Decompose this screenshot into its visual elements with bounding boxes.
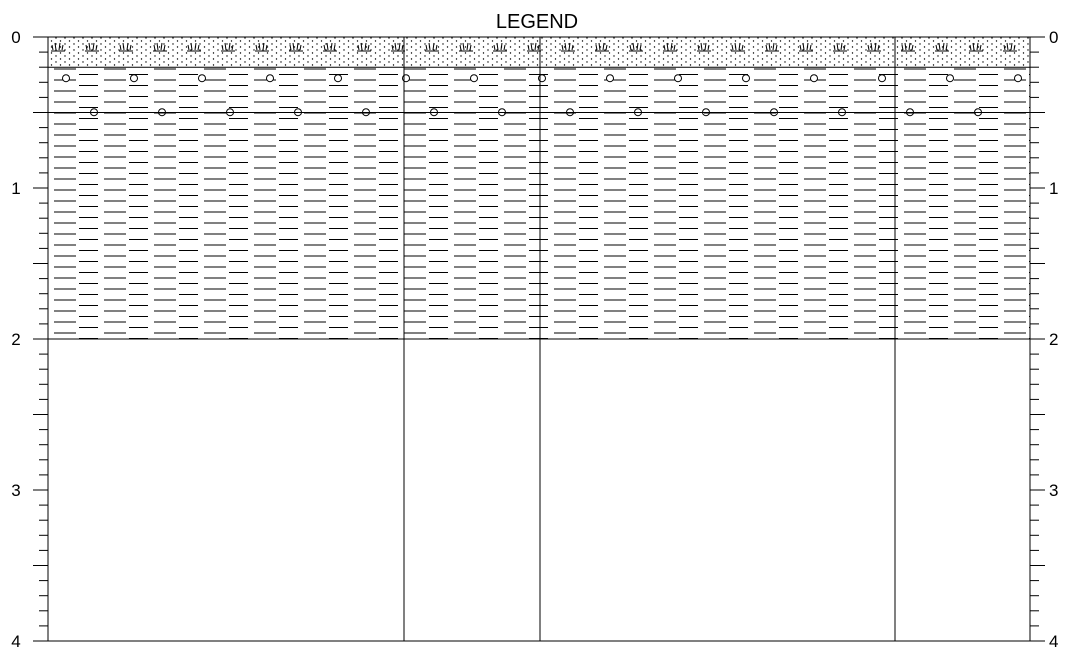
depth-tick-label: 1	[1049, 179, 1058, 198]
depth-tick-label: 2	[11, 330, 20, 349]
gravel-circle	[471, 75, 478, 82]
depth-tick-label: 0	[11, 28, 20, 47]
depth-tick-label: 1	[11, 179, 20, 198]
depth-tick-label: 4	[1049, 632, 1058, 651]
clay-dashes	[48, 113, 1030, 340]
gravel-circle	[131, 75, 138, 82]
gravel-circle	[267, 75, 274, 82]
left-depth-axis: 0 1 2 3 4	[11, 28, 48, 651]
gravel-circle	[675, 75, 682, 82]
depth-tick-label: 0	[1049, 28, 1058, 47]
gravel-circle	[1015, 75, 1022, 82]
sand-dots	[48, 37, 1030, 67]
gravel-circle	[879, 75, 886, 82]
gravel-circle	[607, 75, 614, 82]
depth-tick-label: 3	[11, 481, 20, 500]
gravel-circle	[199, 75, 206, 82]
gravel-circle	[811, 75, 818, 82]
depth-tick-label: 2	[1049, 330, 1058, 349]
gravel-circle	[947, 75, 954, 82]
right-depth-axis: 0 1 2 3 4	[1030, 28, 1058, 651]
gravel-circle	[63, 75, 70, 82]
gravelly-clay-dashes	[48, 67, 1030, 112]
diagram-title: LEGEND	[496, 11, 578, 33]
depth-tick-label: 3	[1049, 481, 1058, 500]
gravel-circle	[335, 75, 342, 82]
gravel-circle	[743, 75, 750, 82]
depth-tick-label: 4	[11, 632, 20, 651]
layer-fills	[48, 37, 1030, 339]
